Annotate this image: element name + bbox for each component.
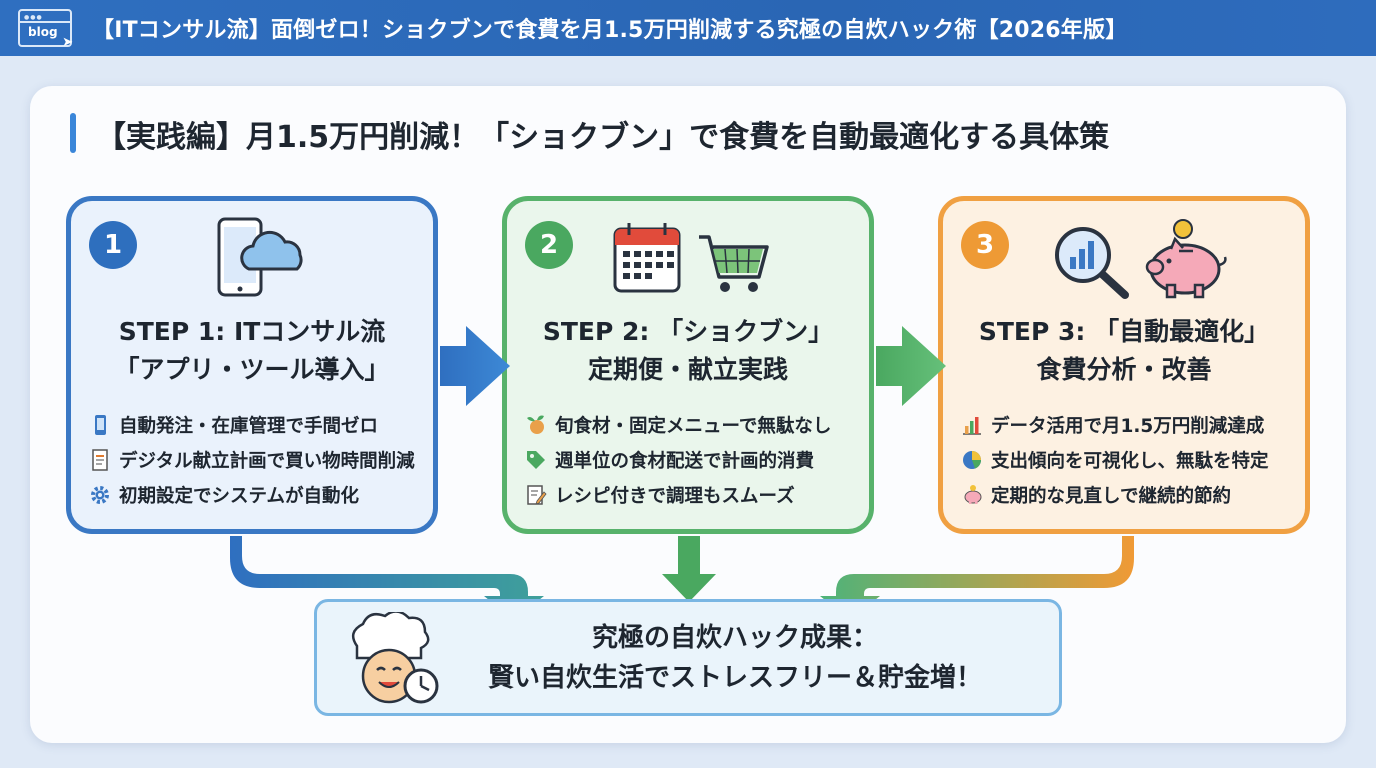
step-2-title-line2: 定期便・献立実践 (587, 355, 788, 384)
list-item: 支出傾向を可視化し、無駄を特定 (961, 442, 1269, 477)
step-1-icons (217, 217, 303, 297)
step-3-title-line2: 食費分析・改善 (1036, 355, 1212, 384)
section-headline: 【実践編】月1.5万円削減！「ショクブン」で食費を自動最適化する具体策 (96, 120, 1110, 155)
step-3-card: 3 STEP 3: 「自動最適化」 食費分析・改善 データ活用で月1.5万円削減… (938, 196, 1310, 534)
vegetable-icon (527, 415, 544, 434)
arrow-step2-to-result (662, 536, 716, 602)
bar-chart-icon (963, 416, 981, 435)
step-3-number-badge: 3 (961, 221, 1009, 269)
list-item: 初期設定でシステムが自動化 (89, 477, 415, 512)
smartphone-icon (217, 217, 263, 297)
step-2-title-line1: STEP 2: 「ショクブン」 (542, 317, 834, 346)
arrow-step1-to-step2 (440, 326, 510, 406)
headline-accent-bar (70, 113, 76, 153)
step-1-number-badge: 1 (89, 221, 137, 269)
cloud-icon (240, 230, 303, 271)
piggy-small-icon (964, 484, 982, 504)
step-3-bullets: データ活用で月1.5万円削減達成 支出傾向を可視化し、無駄を特定 定期的な見直し… (961, 407, 1269, 512)
list-item: 旬食材・固定メニューで無駄なし (525, 407, 831, 442)
bullet-text: 自動発注・在庫管理で手間ゼロ (119, 415, 379, 437)
step-3-title-line1: STEP 3: 「自動最適化」 (978, 317, 1270, 346)
step-2-number-badge: 2 (525, 221, 573, 269)
piggy-bank-icon (1145, 219, 1227, 299)
result-text: 究極の自炊ハック成果： 賢い自炊生活でストレスフリー＆貯金増！ (425, 618, 1045, 698)
title-bar: ●●● blog ➤ 【ITコンサル流】面倒ゼロ！ショクブンで食費を月1.5万円… (0, 0, 1376, 56)
result-box: 究極の自炊ハック成果： 賢い自炊生活でストレスフリー＆貯金増！ (314, 599, 1062, 716)
gear-icon (91, 485, 109, 504)
calendar-icon (613, 223, 681, 293)
step-1-title: STEP 1: ITコンサル流 「アプリ・ツール導入」 (71, 313, 433, 389)
list-item: 週単位の食材配送で計画的消費 (525, 442, 831, 477)
bullet-text: レシピ付きで調理もスムーズ (555, 485, 795, 507)
magnifier-chart-icon (1055, 227, 1129, 299)
pie-chart-icon (963, 450, 981, 469)
bullet-text: 旬食材・固定メニューで無駄なし (555, 415, 832, 437)
step-1-title-line2: 「アプリ・ツール導入」 (114, 355, 390, 384)
shopping-cart-icon (699, 235, 769, 292)
result-line2: 賢い自炊生活でストレスフリー＆貯金増！ (487, 663, 982, 693)
step-2-title: STEP 2: 「ショクブン」 定期便・献立実践 (507, 313, 869, 389)
bullet-text: 支出傾向を可視化し、無駄を特定 (991, 450, 1269, 472)
step-2-card: 2 STEP 2: 「ショクブン」 定期便・献立実践 旬食材・固定メニ (502, 196, 874, 534)
list-item: 自動発注・在庫管理で手間ゼロ (89, 407, 415, 442)
step-2-bullets: 旬食材・固定メニューで無駄なし 週単位の食材配送で計画的消費 レシピ付きで調理も… (525, 407, 831, 512)
bullet-text: 初期設定でシステムが自動化 (119, 485, 359, 507)
list-item: 定期的な見直しで継続的節約 (961, 477, 1269, 512)
step-2-icons (613, 223, 769, 293)
step-1-card: 1 STEP 1: ITコンサル流 「アプリ・ツール導入」 自動発注・在庫管理で… (66, 196, 438, 534)
blog-icon[interactable]: ●●● blog ➤ (18, 9, 73, 50)
arrow-step2-to-step3 (876, 326, 946, 406)
bullet-text: 週単位の食材配送で計画的消費 (555, 450, 815, 472)
arrow-step3-to-result (820, 536, 1134, 620)
document-icon (92, 448, 108, 471)
tag-icon (527, 450, 545, 469)
list-item: デジタル献立計画で買い物時間削減 (89, 442, 415, 477)
blog-label: blog (28, 25, 58, 39)
page-title: 【ITコンサル流】面倒ゼロ！ショクブンで食費を月1.5万円削減する究極の自炊ハッ… (92, 18, 1128, 43)
result-line1: 究極の自炊ハック成果： (591, 623, 878, 653)
phone-small-icon (95, 414, 106, 435)
chef-clock-icon (351, 612, 439, 704)
bullet-text: データ活用で月1.5万円削減達成 (991, 415, 1265, 437)
step-1-title-line1: STEP 1: ITコンサル流 (118, 317, 386, 346)
step-3-title: STEP 3: 「自動最適化」 食費分析・改善 (943, 313, 1305, 389)
bullet-text: 定期的な見直しで継続的節約 (991, 485, 1231, 507)
list-item: データ活用で月1.5万円削減達成 (961, 407, 1269, 442)
step-3-icons (1055, 219, 1227, 299)
memo-icon (527, 484, 547, 505)
step-1-bullets: 自動発注・在庫管理で手間ゼロ デジタル献立計画で買い物時間削減 初期設定でシステ… (89, 407, 415, 512)
arrow-step1-to-result (230, 536, 544, 620)
bullet-text: デジタル献立計画で買い物時間削減 (119, 450, 415, 472)
list-item: レシピ付きで調理もスムーズ (525, 477, 831, 512)
cursor-icon: ➤ (62, 35, 73, 50)
